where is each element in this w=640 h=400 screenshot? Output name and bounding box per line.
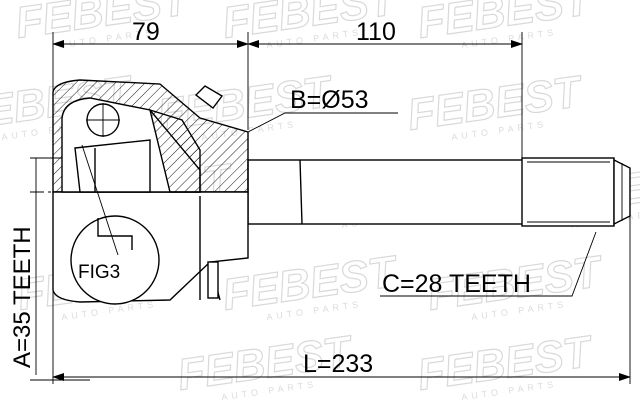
dimension-lines xyxy=(35,40,631,381)
dim-outer-spline: A=35 TEETH xyxy=(9,226,36,368)
dim-seal-diameter: B=Ø53 xyxy=(290,86,369,114)
dim-total-length: L=233 xyxy=(303,350,373,378)
leader-b xyxy=(247,112,398,133)
fig3-label: FIG3 xyxy=(78,262,120,283)
inner-race xyxy=(61,97,201,193)
dim-shaft-spline: C=28 TEETH xyxy=(382,270,531,298)
fig3-detail: FIG3 xyxy=(70,144,160,305)
dim-shaft-length: 110 xyxy=(356,18,396,46)
dim-housing-length: 79 xyxy=(132,18,160,46)
axle-shaft xyxy=(247,157,631,227)
leader-c xyxy=(380,231,597,297)
